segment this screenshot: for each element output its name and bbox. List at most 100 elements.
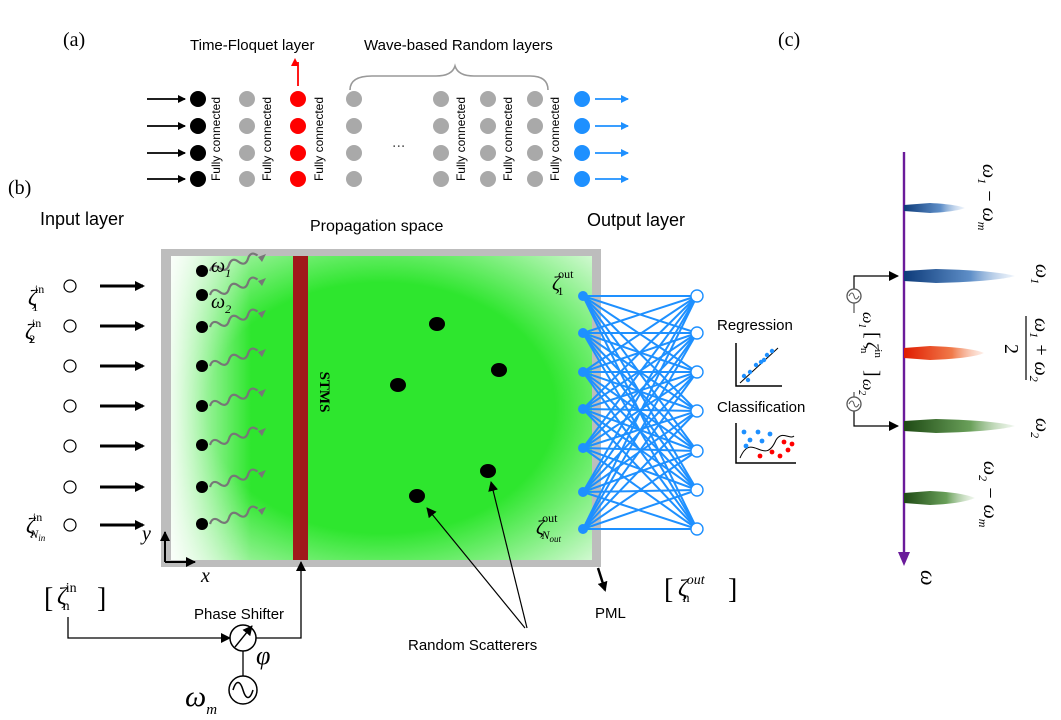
fc-connection — [582, 295, 698, 493]
input-node — [63, 279, 77, 293]
fully-connected-label: Fully connected — [312, 97, 326, 181]
sine-wave-icon — [232, 681, 254, 699]
fully-connected-label: Fully connected — [209, 97, 223, 181]
wavy-emission-head — [258, 470, 266, 478]
peak-w1 — [904, 269, 1015, 283]
osc-w1-sine — [848, 292, 860, 300]
wavy-emission — [208, 468, 259, 488]
input-layer-title: Input layer — [40, 209, 124, 229]
panel-a-fc-labels: Fully connected Fully connected Fully conn… — [209, 97, 562, 181]
regression-point — [764, 352, 770, 358]
regression-point — [745, 377, 751, 383]
propagation-fade-left — [171, 256, 251, 560]
panel-b: (b) Input layer Propagation space Output… — [8, 177, 805, 718]
node-a — [346, 91, 362, 107]
svg-text:ω1 + ω2: ω1 + ω2 — [1027, 318, 1052, 382]
panel-a-nodes — [147, 91, 629, 187]
source-label: ω1 [ ζinn ] ω2 — [856, 312, 884, 395]
output-node — [690, 365, 704, 379]
node-a — [346, 145, 362, 161]
phase-shifter-label: Phase Shifter — [194, 606, 284, 623]
wavy-emission — [208, 276, 259, 296]
fc-connection — [582, 450, 698, 530]
node-a — [239, 118, 255, 134]
scatterer-dot — [480, 464, 496, 478]
fc-connection — [582, 295, 698, 530]
class-point-red — [789, 441, 795, 447]
class-point-red — [777, 453, 783, 459]
input-node — [63, 319, 77, 333]
output-node — [690, 444, 704, 458]
output-node — [690, 522, 704, 536]
svg-text:[: [ — [861, 332, 883, 339]
random-scatterers-label: Random Scatterers — [408, 637, 537, 654]
scatterer-dot — [409, 489, 425, 503]
stms-bar — [293, 256, 308, 560]
panel-a: (a) Time-Floquet layer Wave-based Random… — [63, 29, 629, 187]
omega-axis-head — [898, 552, 910, 566]
node-a — [527, 145, 543, 161]
input-node — [63, 480, 77, 494]
node-a — [480, 171, 496, 187]
pml-arrow — [596, 567, 608, 592]
svg-text:ζinn: ζinn — [858, 342, 884, 358]
svg-text:ω2 − ωm: ω2 − ωm — [976, 461, 1001, 528]
wavy-emission — [208, 252, 259, 272]
scatterer-arrow-2 — [488, 481, 528, 629]
regression-point — [761, 357, 767, 363]
bracket-out-open: [ — [664, 574, 673, 605]
output-node — [690, 326, 704, 340]
wavy-emission — [208, 347, 259, 367]
label-w1: ω1 — [1028, 264, 1053, 284]
node-a — [527, 91, 543, 107]
label-w2: ω2 — [1028, 418, 1053, 438]
label-w2-minus-wm: ω2 − ωm — [976, 461, 1001, 528]
panel-c-peak-labels: ω1 − ωm ω1 ω1 + ω2 2 ω2 ω2 − ωm — [975, 164, 1053, 528]
panel-c-label: (c) — [778, 29, 800, 51]
svg-text:ω2: ω2 — [856, 379, 876, 395]
node-a — [190, 91, 206, 107]
output-node — [690, 483, 704, 497]
omega2-label: ω2 — [211, 291, 231, 316]
regression-point — [753, 362, 759, 368]
fc-connection — [582, 371, 698, 530]
node-a — [574, 145, 590, 161]
wavy-emission — [208, 308, 259, 328]
fc-connection — [582, 410, 698, 530]
class-point-blue — [767, 431, 773, 437]
node-a — [346, 118, 362, 134]
input-to-phase-line — [67, 617, 231, 643]
input-node — [63, 439, 77, 453]
source-dot — [196, 265, 208, 277]
svg-text:2: 2 — [1000, 344, 1022, 354]
phase-to-stms-line — [256, 561, 306, 639]
node-a — [239, 145, 255, 161]
label-w1-minus-wm: ω1 − ωm — [975, 164, 1000, 231]
node-a — [239, 171, 255, 187]
node-a — [527, 118, 543, 134]
output-source-node — [578, 328, 588, 338]
w2-feed-line — [853, 410, 899, 431]
class-point-red — [769, 449, 775, 455]
time-floquet-title: Time-Floquet layer — [190, 37, 314, 54]
panel-a-label: (a) — [63, 29, 85, 51]
omega1-label: ω1 — [211, 255, 231, 280]
scatterer-dot — [390, 378, 406, 392]
class-point-blue — [747, 437, 753, 443]
fully-connected-label: Fully connected — [260, 97, 274, 181]
bracket-in-open: [ — [44, 583, 53, 614]
class-point-blue — [759, 438, 765, 444]
fc-connection — [582, 295, 698, 410]
node-a — [480, 145, 496, 161]
node-a — [527, 171, 543, 187]
wavy-emission-head — [258, 254, 266, 262]
class-point-blue — [755, 429, 761, 435]
peak-w2 — [904, 419, 1015, 433]
node-a — [574, 118, 590, 134]
